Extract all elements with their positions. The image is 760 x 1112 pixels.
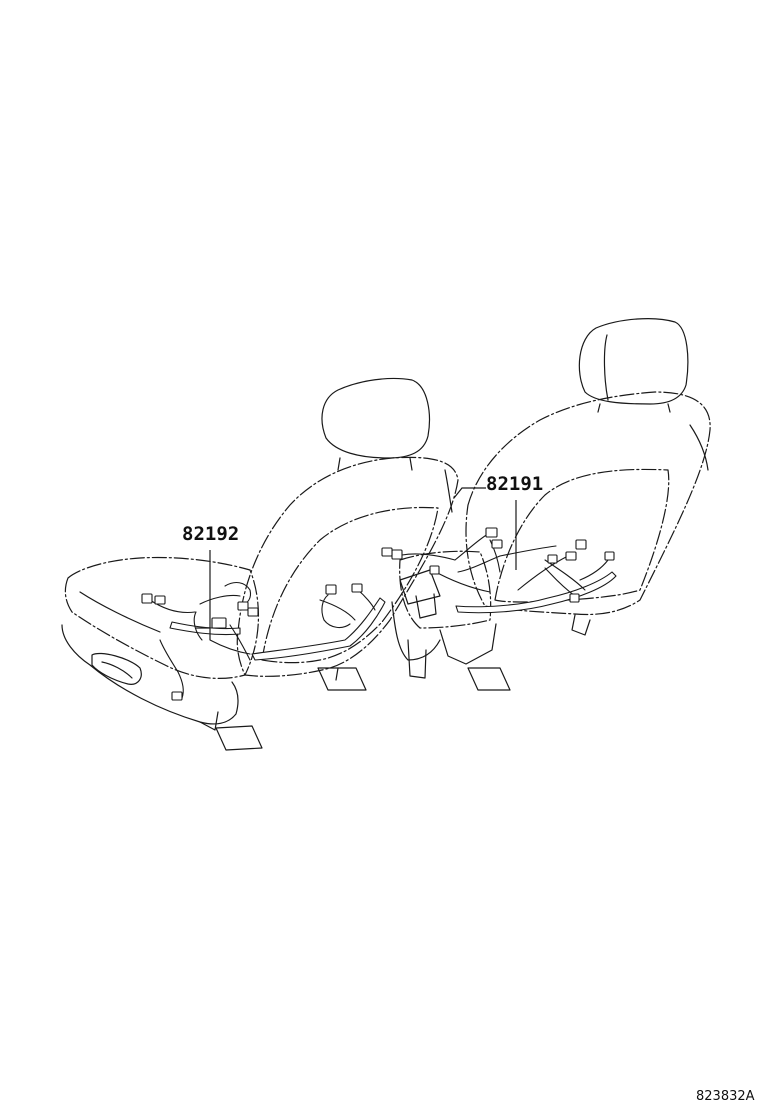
part-number-82191: 82191 — [486, 473, 543, 495]
left-seat-cushion — [64, 556, 260, 679]
connector — [247, 607, 259, 617]
right-seat-rail-foot — [467, 667, 511, 691]
connector — [325, 584, 337, 595]
connector — [569, 593, 580, 603]
connector — [211, 617, 227, 629]
connector — [171, 691, 183, 701]
connector — [575, 539, 587, 550]
leader-82192 — [196, 550, 211, 640]
left-seat-back — [236, 456, 459, 677]
connector — [141, 593, 153, 604]
figure-id: 823832A — [696, 1089, 755, 1104]
leader-82191 — [453, 487, 517, 570]
right-seat-headrest — [578, 318, 689, 405]
left-seat — [61, 377, 459, 751]
left-seat-harness — [141, 547, 393, 701]
connector — [485, 527, 498, 538]
connector — [351, 583, 363, 593]
connector — [604, 551, 615, 561]
part-number-82192: 82192 — [182, 523, 239, 545]
connector — [237, 601, 249, 611]
left-seat-headrest — [321, 377, 431, 459]
connector — [381, 547, 393, 557]
connector — [391, 549, 403, 560]
right-seat-cushion — [399, 550, 492, 629]
connector — [429, 565, 440, 575]
right-seat-back — [465, 391, 711, 616]
connector — [565, 551, 577, 561]
left-seat-rail-foot — [215, 725, 263, 751]
right-seat-harness — [391, 527, 617, 614]
connector — [547, 554, 558, 564]
leader-lines — [196, 487, 517, 640]
left-seat-power-switch — [91, 652, 142, 685]
right-seat — [391, 318, 711, 691]
connector — [154, 595, 166, 605]
connector — [491, 539, 503, 549]
